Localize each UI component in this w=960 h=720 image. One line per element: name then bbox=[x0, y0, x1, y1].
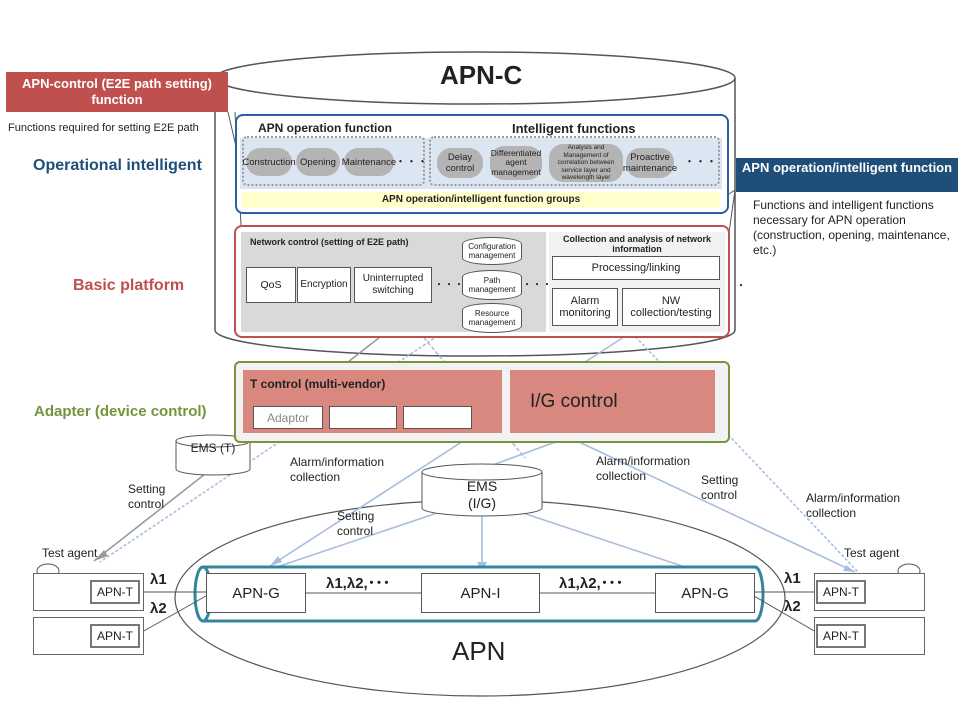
intelligent-heading: Intelligent functions bbox=[512, 121, 636, 136]
collection-dot: ・ bbox=[736, 281, 746, 292]
intelligent-ellipsis: ・・・ bbox=[684, 156, 717, 168]
network-control-ellipsis: ・・・ bbox=[434, 280, 464, 291]
collection-heading: Collection and analysis of network infor… bbox=[562, 234, 712, 254]
function-groups-bar: APN operation/intelligent function group… bbox=[242, 192, 720, 208]
alarm-info-right: Alarm/information collection bbox=[806, 491, 901, 520]
network-control-heading: Network control (setting of E2E path) bbox=[250, 237, 409, 247]
multi-lambda-left: λ1,λ2,･･･ bbox=[326, 575, 391, 592]
ig-control-label: I/G control bbox=[530, 391, 618, 412]
lambda1-right: λ1 bbox=[784, 570, 801, 587]
construction-pill: Construction bbox=[242, 148, 296, 176]
alarm-info-left: Alarm/information collection bbox=[290, 455, 385, 484]
delay-control-pill: Delay control bbox=[437, 148, 483, 178]
ig-control-panel bbox=[510, 370, 715, 433]
agent-management-pill: Differentiated agent management bbox=[490, 146, 542, 180]
opening-pill: Opening bbox=[296, 148, 340, 176]
apn-i: APN-I bbox=[421, 573, 540, 613]
apn-label: APN bbox=[452, 636, 506, 666]
apn-control-callout: APN-control (E2E path setting) function bbox=[6, 72, 228, 112]
layer-adapter: Adapter (device control) bbox=[34, 403, 207, 420]
lambda2-left: λ2 bbox=[150, 600, 167, 617]
apn-g-left: APN-G bbox=[206, 573, 306, 613]
setting-control-right: Setting control bbox=[701, 473, 739, 502]
apn-c-title: APN-C bbox=[440, 60, 523, 90]
adaptor-box-3 bbox=[403, 406, 472, 429]
alarm-monitoring-box: Alarm monitoring bbox=[552, 288, 618, 326]
intelligent-group bbox=[429, 136, 720, 186]
nw-collection-box: NW collection/testing bbox=[622, 288, 720, 326]
qos-box: QoS bbox=[246, 267, 296, 303]
setting-control-center: Setting control bbox=[337, 509, 375, 538]
alarm-info-center: Alarm/information collection bbox=[596, 454, 691, 483]
proactive-maintenance-pill: Proactive maintenance bbox=[623, 148, 677, 178]
ems-t: EMS (T) bbox=[190, 441, 236, 455]
apn-t-right-2: APN-T bbox=[816, 624, 866, 648]
apn-t-left-1: APN-T bbox=[90, 580, 140, 604]
path-management-db: Path management bbox=[462, 270, 522, 300]
maintenance-pill: Maintenance bbox=[342, 148, 396, 176]
layer-operational: Operational intelligent bbox=[33, 157, 202, 174]
network-control-ellipsis-2: ・・・ bbox=[522, 280, 552, 291]
multi-lambda-right: λ1,λ2,･･･ bbox=[559, 575, 624, 592]
resource-management-db: Resource management bbox=[462, 303, 522, 333]
uninterrupted-switching-box: Uninterrupted switching bbox=[354, 267, 432, 303]
lambda1-left: λ1 bbox=[150, 571, 167, 588]
apn-t-left-2: APN-T bbox=[90, 624, 140, 648]
apn-control-desc: Functions required for setting E2E path bbox=[8, 122, 199, 134]
apn-operation-callout: APN operation/intelligent function bbox=[736, 158, 958, 192]
processing-linking-box: Processing/linking bbox=[552, 256, 720, 280]
configuration-management-db: Configuration management bbox=[462, 237, 522, 265]
t-control-heading: T control (multi-vendor) bbox=[250, 377, 386, 391]
correlation-analysis-pill: Analysis and Management of correlation b… bbox=[549, 144, 623, 182]
layer-basic: Basic platform bbox=[73, 277, 185, 294]
operation-ellipsis: ・・・ bbox=[395, 156, 428, 168]
operation-group bbox=[242, 136, 425, 186]
apn-operation-desc: Functions and intelligent functions nece… bbox=[753, 198, 950, 257]
test-agent-left: Test agent bbox=[42, 546, 98, 560]
adaptor-box-2 bbox=[329, 406, 397, 429]
operation-heading: APN operation function bbox=[258, 121, 392, 135]
encryption-box: Encryption bbox=[297, 267, 351, 303]
setting-control-left: Setting control bbox=[128, 482, 166, 511]
test-agent-right: Test agent bbox=[844, 546, 900, 560]
apn-t-right-1: APN-T bbox=[816, 580, 866, 604]
adaptor-box: Adaptor bbox=[253, 406, 323, 429]
ems-ig: EMS (I/G) bbox=[466, 478, 498, 511]
apn-g-right: APN-G bbox=[655, 573, 755, 613]
lambda2-right: λ2 bbox=[784, 598, 801, 615]
